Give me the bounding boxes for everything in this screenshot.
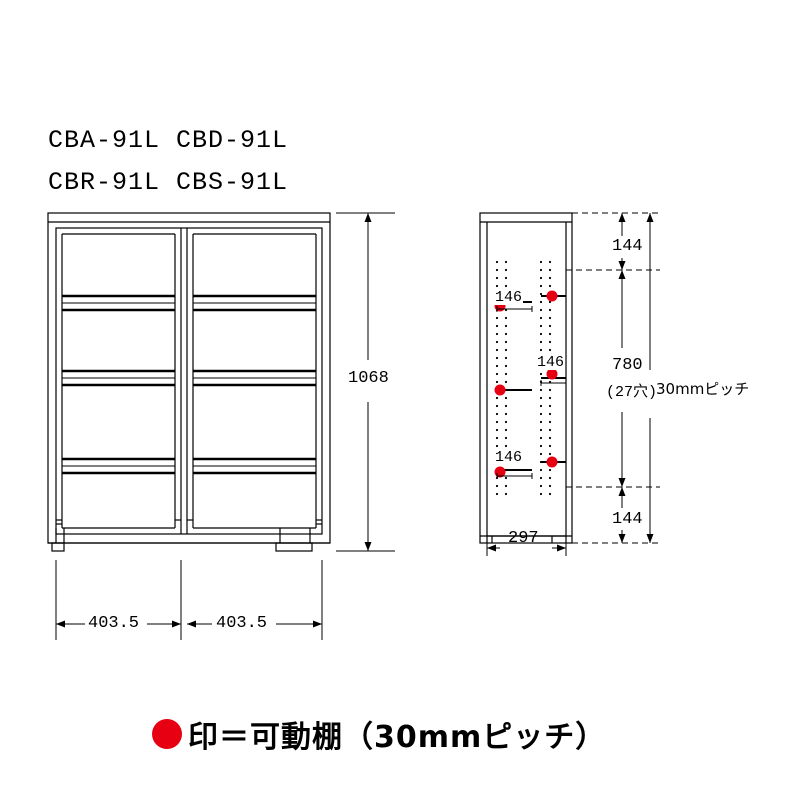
side-top-gap-label: 144: [612, 237, 643, 256]
shelf-callout-1: 146: [494, 289, 524, 306]
shelf-callout-3: 146: [494, 449, 524, 466]
shelf-callout-2: 146: [536, 354, 566, 371]
side-bottom-gap-label: 144: [612, 510, 643, 529]
shelf-depth-callouts: [496, 306, 567, 479]
legend-text: 印＝可動棚（30mmピッチ）: [188, 720, 607, 755]
peg-hole-columns: [495, 260, 552, 496]
side-depth-label: 297: [508, 529, 539, 548]
front-height-label: 1068: [348, 369, 389, 388]
front-width-right-label: 403.5: [216, 614, 268, 633]
side-holes-count-label: (27穴): [606, 384, 658, 401]
front-width-dimensions: [55, 560, 323, 640]
pitch-note-label: 30mmピッチ: [656, 380, 750, 398]
front-width-left-label: 403.5: [88, 614, 140, 633]
front-view-group: [47, 212, 331, 552]
red-dot-marker: [494, 384, 506, 396]
red-dot-icon: [152, 719, 182, 749]
peg-hole-dots: [495, 260, 552, 496]
side-view-dimensions: [486, 212, 660, 556]
front-height-dimension: [336, 212, 395, 552]
product-code-line-2: CBR-91L CBS-91L: [48, 168, 289, 197]
product-code-line-1: CBA-91L CBD-91L: [48, 126, 289, 155]
red-dot-marker: [546, 368, 558, 380]
red-dot-marker: [546, 456, 558, 468]
red-dot-marker: [546, 290, 558, 302]
side-middle-dim-label: 780: [612, 356, 643, 375]
legend: 印＝可動棚（30mmピッチ）: [152, 712, 606, 756]
